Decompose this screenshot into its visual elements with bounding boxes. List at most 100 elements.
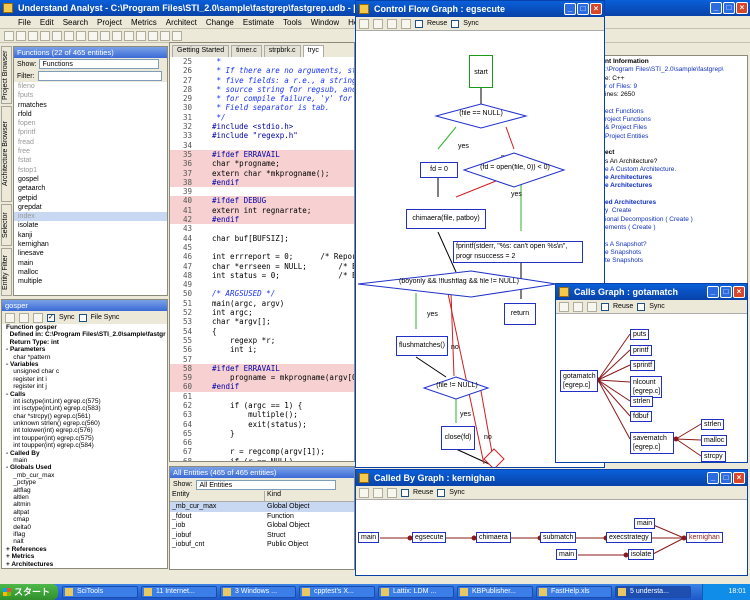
right-info-line[interactable]: ements ( Create ) bbox=[605, 223, 656, 231]
paste-icon[interactable] bbox=[64, 31, 74, 41]
menu-window[interactable]: Window bbox=[310, 18, 340, 27]
calledby-save-icon[interactable] bbox=[359, 487, 369, 498]
function-list-item[interactable]: free bbox=[18, 148, 31, 156]
calls-node-sprintf[interactable]: sprintf bbox=[630, 360, 656, 371]
info-tree-item[interactable]: - Parameters bbox=[6, 346, 46, 354]
cfg-decision-file-null[interactable]: (file == NULL) bbox=[459, 110, 503, 117]
info-tree-item[interactable]: - Globals Used bbox=[6, 464, 52, 472]
cfg-flushmatches-node[interactable]: flushmatches() bbox=[396, 336, 448, 356]
calledby-sync-checkbox[interactable] bbox=[437, 488, 446, 497]
function-list-item[interactable]: kanji bbox=[18, 231, 33, 239]
cfg-decision-open[interactable]: (fd = open(file, 0)) < 0) bbox=[480, 164, 550, 171]
info-tree-item[interactable]: int toupper(int) egrep.c(575) bbox=[6, 434, 94, 442]
calls-node-puts[interactable]: puts bbox=[630, 329, 650, 340]
function-list-item[interactable]: fopen bbox=[18, 120, 36, 128]
right-info-line[interactable]: s An Architecture? bbox=[605, 157, 658, 165]
calledby-canvas[interactable]: main egsecute chimaera submatch execstra… bbox=[356, 500, 747, 575]
info-tree-item[interactable]: main bbox=[6, 457, 28, 465]
right-info-line[interactable]: e Snapshots bbox=[605, 248, 642, 256]
menu-tools[interactable]: Tools bbox=[283, 18, 302, 27]
info-tree-item[interactable]: altpat bbox=[6, 508, 30, 516]
right-info-line[interactable]: ed Architectures bbox=[605, 199, 657, 207]
forward-icon[interactable] bbox=[124, 31, 134, 41]
calls-reuse-checkbox[interactable] bbox=[601, 302, 609, 311]
find-icon[interactable] bbox=[100, 31, 110, 41]
right-info-line[interactable]: e Architectures bbox=[605, 174, 653, 182]
function-list-item[interactable]: multiple bbox=[18, 278, 43, 286]
calls-node-fdbuf[interactable]: fdbuf bbox=[630, 411, 652, 422]
forward-icon[interactable] bbox=[33, 312, 43, 323]
info-tree-item[interactable]: altflag bbox=[6, 486, 31, 494]
cfg-fd-zero-node[interactable]: fd = 0 bbox=[420, 162, 458, 178]
sync-checkbox[interactable]: ✓ bbox=[47, 313, 55, 322]
editor-tab[interactable]: timer.c bbox=[231, 45, 262, 57]
show-select[interactable]: Functions bbox=[39, 59, 160, 69]
calls-sync-checkbox[interactable] bbox=[637, 302, 646, 311]
cfg-chimaera-node[interactable]: chimaera(file, patboy) bbox=[406, 209, 486, 229]
save-icon[interactable] bbox=[28, 31, 38, 41]
function-list-item[interactable]: gospel bbox=[18, 175, 39, 183]
copy-icon[interactable] bbox=[52, 31, 62, 41]
right-info-line[interactable]: roject Functions bbox=[605, 116, 651, 124]
info-tree-item[interactable]: int toupper(int) egrep.c(584) bbox=[6, 442, 94, 450]
filter-input[interactable] bbox=[37, 71, 162, 81]
undo-icon[interactable] bbox=[76, 31, 86, 41]
cfg-maximize-button[interactable]: □ bbox=[577, 3, 589, 15]
info-tree-item[interactable]: - Variables bbox=[6, 360, 39, 368]
back-icon[interactable] bbox=[112, 31, 122, 41]
cfg-zoom-icon[interactable] bbox=[387, 18, 397, 29]
cfg-fprintf-node[interactable]: fprintf(stderr, "%s: can't open %s\n", p… bbox=[453, 241, 583, 263]
cfg-settings-icon[interactable] bbox=[401, 18, 411, 29]
calls-node-strlen[interactable]: strlen bbox=[630, 396, 654, 407]
function-list-item[interactable]: kernighan bbox=[18, 241, 49, 249]
kind-column-header[interactable]: Kind bbox=[267, 491, 282, 498]
info-tree-item[interactable]: _mb_cur_max bbox=[6, 471, 55, 479]
entities-show-select[interactable]: All Entities bbox=[196, 479, 337, 490]
info-tree-item[interactable]: register int i bbox=[6, 375, 47, 383]
maximize-button[interactable]: □ bbox=[723, 2, 735, 14]
info-tree-item[interactable]: Function gosper bbox=[6, 324, 57, 331]
cfg-sync-checkbox[interactable] bbox=[451, 19, 460, 28]
tab-architecture-browser[interactable]: Architecture Browser bbox=[1, 106, 12, 202]
info-tree-item[interactable]: int tolower(int) egrep.c(576) bbox=[6, 427, 93, 435]
function-list-item[interactable]: getpid bbox=[18, 194, 38, 202]
menu-change[interactable]: Change bbox=[205, 18, 234, 27]
taskbar-item[interactable]: KBPublisher... bbox=[457, 586, 533, 598]
function-list-item[interactable]: fprintf bbox=[18, 129, 36, 137]
menu-edit[interactable]: Edit bbox=[39, 18, 54, 27]
menu-file[interactable]: File bbox=[18, 18, 31, 27]
info-tree-item[interactable]: iflag bbox=[6, 530, 26, 538]
calls-maximize-button[interactable]: □ bbox=[720, 286, 732, 298]
taskbar-item[interactable]: cpptest's X... bbox=[299, 586, 375, 598]
right-info-line[interactable]: ect bbox=[605, 149, 615, 157]
info-tree-item[interactable]: altlen bbox=[6, 493, 29, 501]
info-tree-item[interactable]: - Calls bbox=[6, 390, 26, 398]
new-icon[interactable] bbox=[4, 31, 14, 41]
minimize-button[interactable]: _ bbox=[710, 2, 722, 14]
right-info-line[interactable]: & Project Files bbox=[605, 124, 647, 132]
info-tree-item[interactable]: int isctype(int,int) egrep.c(583) bbox=[6, 405, 101, 413]
function-list-item[interactable]: main bbox=[18, 259, 34, 267]
metrics-icon[interactable] bbox=[148, 31, 158, 41]
calls-node-malloc[interactable]: malloc bbox=[701, 435, 728, 446]
cfg-print-icon[interactable] bbox=[373, 18, 383, 29]
calls-save-icon[interactable] bbox=[559, 301, 569, 312]
right-info-line[interactable]: s A Snapshot? bbox=[605, 240, 647, 248]
info-tree-item[interactable]: int isctype(int,int) egrep.c(575) bbox=[6, 397, 101, 405]
entity-column-header[interactable]: Entity bbox=[170, 491, 265, 501]
cfg-close-button[interactable]: × bbox=[590, 3, 602, 15]
filesync-checkbox[interactable] bbox=[78, 313, 87, 322]
calls-close-button[interactable]: × bbox=[733, 286, 745, 298]
taskbar-item[interactable]: Lattix: LDM ... bbox=[378, 586, 454, 598]
right-info-line[interactable]: ional Decomposition ( Create ) bbox=[605, 215, 693, 223]
info-tree-item[interactable]: char *pattern bbox=[6, 353, 51, 361]
info-tree-item[interactable]: + Metrics bbox=[6, 553, 35, 561]
function-list-item[interactable]: isolate bbox=[18, 222, 39, 230]
calledby-node-isolate[interactable]: isolate bbox=[628, 549, 655, 560]
function-list-item[interactable]: grepdat bbox=[18, 203, 42, 211]
calledby-node-main-2[interactable]: main bbox=[634, 518, 656, 529]
function-list-item[interactable]: rfold bbox=[18, 110, 32, 118]
info-tree-item[interactable]: register int j bbox=[6, 383, 47, 391]
